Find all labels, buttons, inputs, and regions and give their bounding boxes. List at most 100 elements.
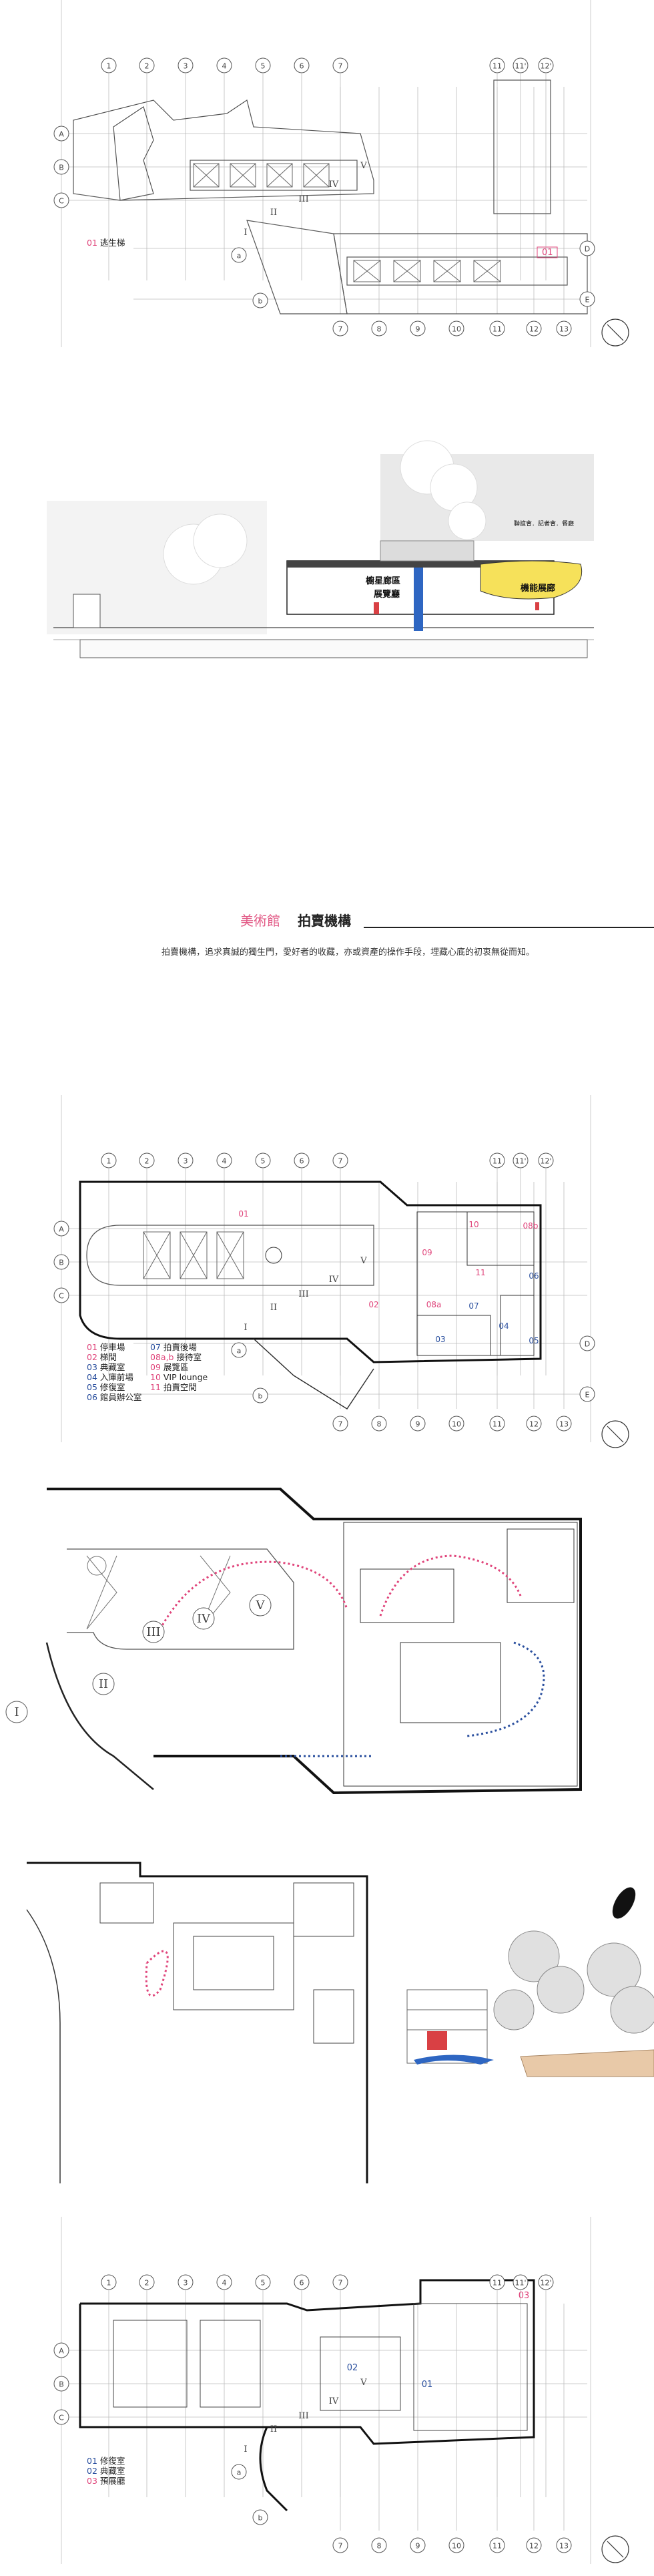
header-rule: [364, 927, 654, 928]
legend-num: 10: [150, 1372, 161, 1382]
p3-col-bottom-10: 10: [452, 2542, 461, 2551]
p3-col-bottom-13: 13: [559, 2542, 569, 2551]
p1-col-top-2-bubble: [139, 57, 155, 73]
zoom-axis-V: V: [256, 1598, 266, 1613]
legend-label: 典藏室: [97, 2466, 125, 2476]
p2-col-bottom-10-bubble: [448, 1416, 464, 1432]
p3-row-C: C: [59, 2414, 64, 2422]
legend-label: 修復室: [97, 1382, 125, 1392]
p1-col-top-3-bubble: [178, 57, 194, 73]
p2-col-top-2: 2: [145, 1157, 149, 1166]
p3-axis-V: V: [360, 2378, 367, 2388]
p1-col-top-3: 3: [184, 62, 188, 71]
p2-axis-IV: IV: [329, 1275, 339, 1285]
p3-row-B: B: [59, 2380, 64, 2389]
legend-num: 04: [87, 1372, 97, 1382]
p1-row-B-bubble: [53, 159, 69, 175]
p2-row-D: D: [585, 1340, 590, 1349]
plan-1-legend: 01 逃生梯: [87, 238, 125, 248]
p1-col-bottom-8-bubble: [371, 320, 387, 337]
p1-row-D-bubble: [579, 240, 595, 256]
legend-item: 05 修復室: [87, 1382, 141, 1392]
p1-col-top-4: 4: [222, 62, 227, 71]
legend-label: 入庫前場: [97, 1372, 133, 1382]
section-label-gallery: 展覽廳: [374, 589, 400, 600]
p1-axis-b-bubble: [252, 292, 268, 308]
p1-axis-a-bubble: [231, 247, 247, 263]
p3-axis-a-bubble: [231, 2464, 247, 2480]
section-label-showcase: 機能展廊: [521, 583, 555, 594]
p3-col-bottom-13-bubble: [556, 2537, 572, 2553]
p2-axis-a: a: [237, 1347, 242, 1355]
p3-col-bottom-12: 12: [529, 2542, 539, 2551]
plan-2-tag-11: 11: [475, 1268, 485, 1277]
p3-col-bottom-11: 11: [493, 2542, 502, 2551]
p3-axis-a: a: [237, 2468, 242, 2477]
legend-num: 02: [87, 1352, 97, 1362]
p3-col-top-4-bubble: [216, 2274, 232, 2290]
p1-col-top-12': 12': [540, 62, 551, 71]
north-marker-icon: [612, 1887, 636, 1919]
p3-axis-IV: IV: [329, 2396, 339, 2406]
p2-row-D-bubble: [579, 1335, 595, 1351]
p1-axis-III: III: [298, 194, 308, 204]
p2-col-top-3-bubble: [178, 1152, 194, 1168]
p2-col-bottom-10: 10: [452, 1420, 461, 1429]
p2-col-top-1: 1: [107, 1157, 111, 1166]
plan-2-tag-02: 02: [368, 1300, 378, 1309]
plan-3-tag-01: 01: [422, 2380, 433, 2390]
legend-num: 11: [150, 1382, 161, 1392]
legend-item: 03 典藏室: [87, 1362, 141, 1372]
detail-and-perspective: [0, 1856, 654, 2203]
p1-axis-II: II: [270, 208, 277, 218]
p3-col-top-7-bubble: [332, 2274, 348, 2290]
legend-item: 11 拍賣空間: [150, 1382, 208, 1392]
zoom-axis-III: III: [146, 1625, 160, 1639]
p3-row-A: A: [59, 2347, 64, 2356]
p2-col-bottom-12: 12: [529, 1420, 539, 1429]
zoom-axis-I: I: [14, 1705, 19, 1719]
p2-col-top-11'-bubble: [513, 1152, 529, 1168]
page-title: 拍賣機構: [298, 913, 351, 929]
legend-num: 09: [150, 1362, 161, 1372]
p1-col-bottom-9: 9: [416, 325, 420, 334]
legend-num: 02: [87, 2466, 97, 2476]
p2-col-top-6-bubble: [294, 1152, 310, 1168]
p3-col-top-11-bubble: [489, 2274, 505, 2290]
section-label-top: 聯誼會．記者會．餐廳: [514, 519, 574, 527]
plan-1-legend-item: 01 逃生梯: [87, 238, 125, 248]
p3-col-top-3-bubble: [178, 2274, 194, 2290]
p1-axis-b: b: [258, 297, 263, 306]
p1-col-bottom-7: 7: [338, 325, 343, 334]
p1-row-A: A: [59, 130, 64, 139]
legend-num: 01: [87, 2456, 97, 2466]
p1-col-bottom-10-bubble: [448, 320, 464, 337]
p3-col-bottom-7: 7: [338, 2542, 343, 2551]
p2-axis-II: II: [270, 1303, 277, 1313]
p2-axis-III: III: [298, 1289, 308, 1299]
p1-col-bottom-10: 10: [452, 325, 461, 334]
header-intro: 拍賣機構，追求真誠的獨生門，愛好者的收藏，亦或資產的操作手段，埋藏心底的初衷無從…: [161, 947, 535, 957]
p2-row-B: B: [59, 1259, 64, 1267]
legend-label: VIP lounge: [160, 1372, 208, 1382]
p3-col-top-12': 12': [540, 2279, 551, 2288]
p2-col-top-3: 3: [184, 1157, 188, 1166]
plan-2-tag-08b: 08b: [523, 1221, 539, 1231]
p2-col-top-11-bubble: [489, 1152, 505, 1168]
plan-2-tag-03: 03: [435, 1335, 445, 1344]
legend-label: 典藏室: [97, 1362, 125, 1372]
p2-axis-b: b: [258, 1392, 263, 1401]
p2-col-bottom-11: 11: [493, 1420, 502, 1429]
p2-col-bottom-11-bubble: [489, 1416, 505, 1432]
plan-1-tag-01: 01: [542, 248, 553, 258]
legend-item: 04 入庫前場: [87, 1372, 141, 1382]
p3-col-bottom-7-bubble: [332, 2537, 348, 2553]
p1-axis-V: V: [360, 161, 367, 171]
p3-col-top-1: 1: [107, 2279, 111, 2288]
p1-col-top-11': 11': [515, 62, 526, 71]
legend-item: 10 VIP lounge: [150, 1372, 208, 1382]
